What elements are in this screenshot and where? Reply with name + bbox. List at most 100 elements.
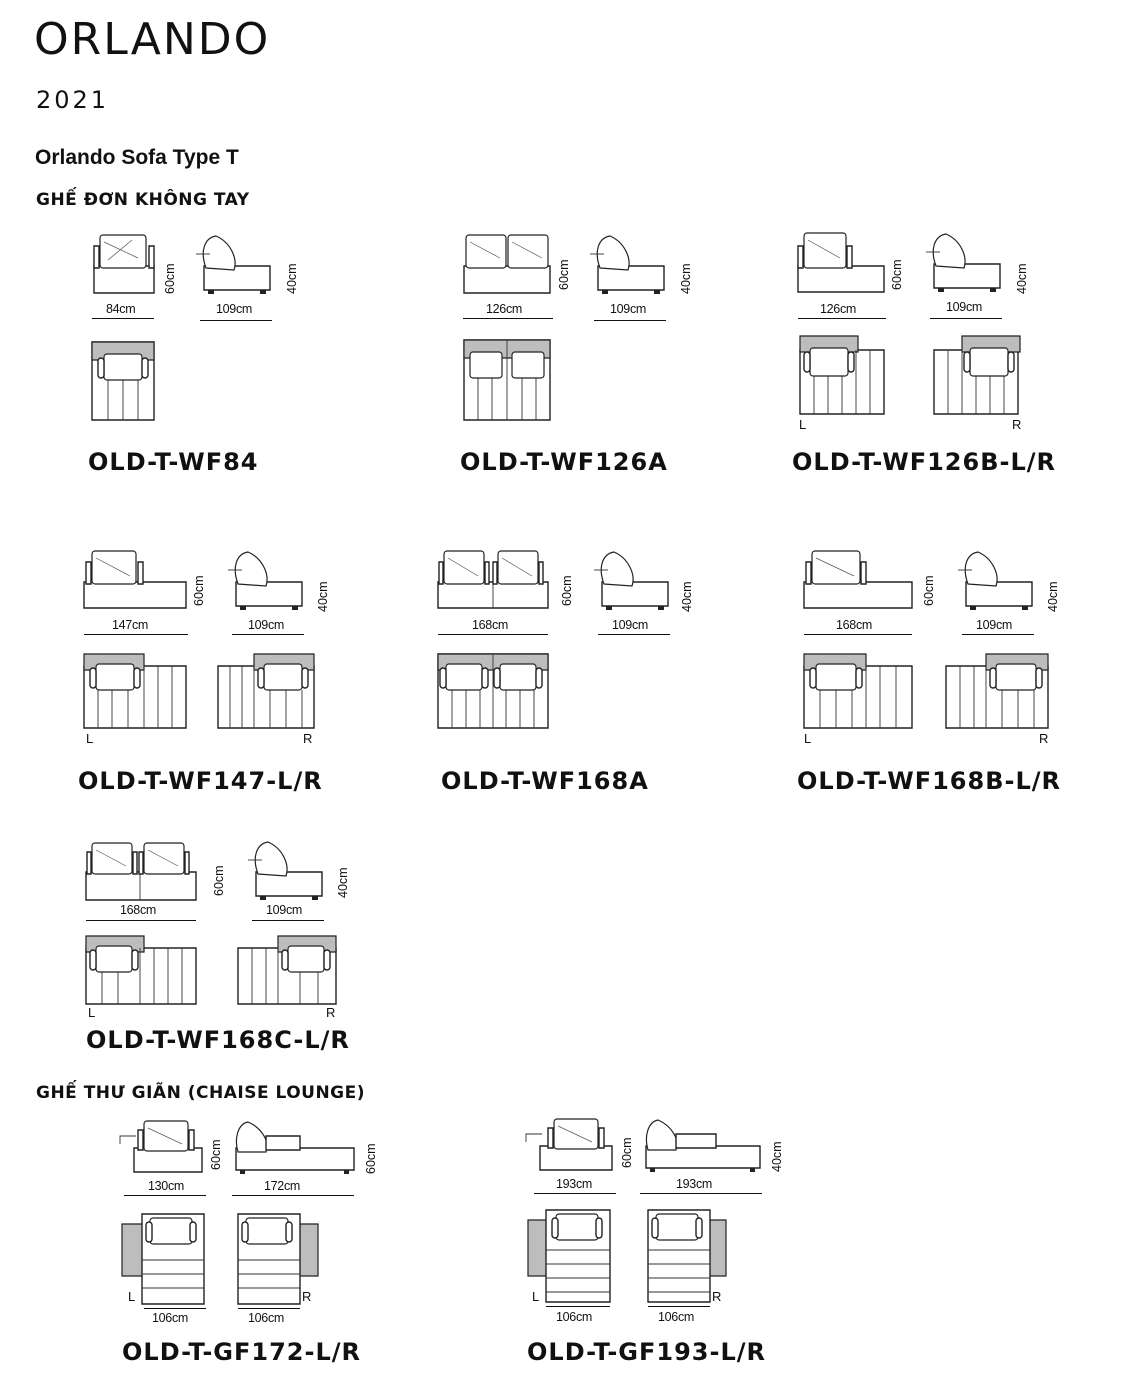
width-label: 147cm [112, 618, 149, 632]
width-dimension-line [86, 920, 196, 921]
left-marker: L [804, 731, 812, 746]
right-marker: R [1012, 417, 1022, 432]
depth-label: 109cm [976, 618, 1013, 632]
plan-width-line-left [546, 1306, 610, 1307]
front-elevation-drawing [796, 230, 886, 296]
plan-width-label-right: 106cm [658, 1310, 695, 1324]
left-marker: L [532, 1289, 540, 1304]
side-elevation-drawing [196, 232, 272, 294]
side-elevation-drawing [958, 548, 1034, 610]
front-elevation-drawing [436, 548, 550, 612]
side-elevation-drawing [232, 1118, 356, 1174]
plan-width-line-right [238, 1308, 300, 1309]
right-marker: R [326, 1005, 336, 1020]
height-label: 60cm [557, 259, 571, 290]
depth-label: 109cm [216, 302, 253, 316]
width-label: 168cm [120, 903, 157, 917]
height-label: 60cm [209, 1139, 223, 1170]
width-label: 126cm [486, 302, 523, 316]
width-label: 126cm [820, 302, 857, 316]
seat-height-label: 60cm [364, 1143, 378, 1174]
width-dimension-line [84, 634, 188, 635]
left-marker: L [86, 731, 94, 746]
plan-width-line-right [648, 1306, 710, 1307]
width-dimension-line [438, 634, 548, 635]
model-code: OLD-T-WF126A [460, 448, 668, 476]
depth-dimension-line [232, 1195, 354, 1196]
right-marker: R [1039, 731, 1049, 746]
side-elevation-drawing [594, 548, 670, 610]
plan-view-right-drawing [236, 934, 338, 1006]
seat-height-label: 40cm [336, 867, 350, 898]
side-elevation-drawing [590, 232, 666, 294]
width-dimension-line [804, 634, 912, 635]
plan-view-drawing [462, 338, 552, 422]
plan-view-right-drawing [944, 652, 1050, 730]
plan-view-drawing [436, 652, 550, 730]
plan-width-label-left: 106cm [556, 1310, 593, 1324]
seat-height-label: 40cm [679, 263, 693, 294]
width-dimension-line [124, 1195, 206, 1196]
plan-view-drawing [90, 340, 156, 422]
side-elevation-drawing [642, 1116, 762, 1172]
left-marker: L [799, 417, 807, 432]
plan-view-left-drawing [120, 1210, 206, 1306]
plan-width-label-left: 106cm [152, 1311, 189, 1325]
plan-view-left-drawing [82, 652, 188, 730]
depth-label: 193cm [676, 1177, 713, 1191]
seat-height-label: 40cm [770, 1141, 784, 1172]
model-code: OLD-T-WF126B-L/R [792, 448, 1056, 476]
section-heading-armless: GHẾ ĐƠN KHÔNG TAY [36, 190, 250, 210]
plan-view-right-drawing [646, 1206, 728, 1306]
depth-label: 172cm [264, 1179, 301, 1193]
model-code: OLD-T-GF193-L/R [527, 1338, 766, 1366]
depth-dimension-line [594, 320, 666, 321]
right-marker: R [712, 1289, 722, 1304]
width-dimension-line [534, 1193, 616, 1194]
section-heading-chaise: GHẾ THƯ GIÃN (CHAISE LOUNGE) [36, 1083, 366, 1103]
plan-view-left-drawing [798, 334, 886, 416]
side-elevation-drawing [926, 230, 1002, 292]
front-elevation-drawing [92, 232, 156, 296]
model-code: OLD-T-WF168C-L/R [86, 1026, 350, 1054]
front-elevation-drawing [802, 548, 914, 612]
width-label: 84cm [106, 302, 136, 316]
height-label: 60cm [163, 263, 177, 294]
plan-view-right-drawing [216, 652, 316, 730]
depth-dimension-line [640, 1193, 762, 1194]
plan-view-left-drawing [802, 652, 914, 730]
plan-view-right-drawing [236, 1210, 320, 1306]
front-elevation-drawing [524, 1116, 614, 1174]
depth-label: 109cm [946, 300, 983, 314]
side-elevation-drawing [248, 838, 324, 900]
height-label: 60cm [212, 865, 226, 896]
right-marker: R [303, 731, 313, 746]
depth-dimension-line [232, 634, 304, 635]
front-elevation-drawing [82, 548, 188, 612]
height-label: 60cm [890, 259, 904, 290]
width-dimension-line [92, 318, 154, 319]
plan-view-right-drawing [932, 334, 1022, 416]
seat-height-label: 40cm [1015, 263, 1029, 294]
left-marker: L [88, 1005, 96, 1020]
side-elevation-drawing [228, 548, 304, 610]
model-code: OLD-T-WF147-L/R [78, 767, 323, 795]
depth-label: 109cm [248, 618, 285, 632]
depth-dimension-line [930, 318, 1002, 319]
seat-height-label: 40cm [1046, 581, 1060, 612]
depth-dimension-line [598, 634, 670, 635]
width-dimension-line [463, 318, 553, 319]
width-dimension-line [798, 318, 886, 319]
depth-label: 109cm [612, 618, 649, 632]
width-label: 130cm [148, 1179, 185, 1193]
width-label: 193cm [556, 1177, 593, 1191]
height-label: 60cm [620, 1137, 634, 1168]
height-label: 60cm [922, 575, 936, 606]
product-line-title: Orlando Sofa Type T [35, 146, 239, 169]
model-code: OLD-T-WF84 [88, 448, 259, 476]
model-code: OLD-T-GF172-L/R [122, 1338, 361, 1366]
depth-label: 109cm [610, 302, 647, 316]
width-label: 168cm [836, 618, 873, 632]
brand-title: ORLANDO [34, 14, 271, 65]
front-elevation-drawing [84, 840, 198, 904]
